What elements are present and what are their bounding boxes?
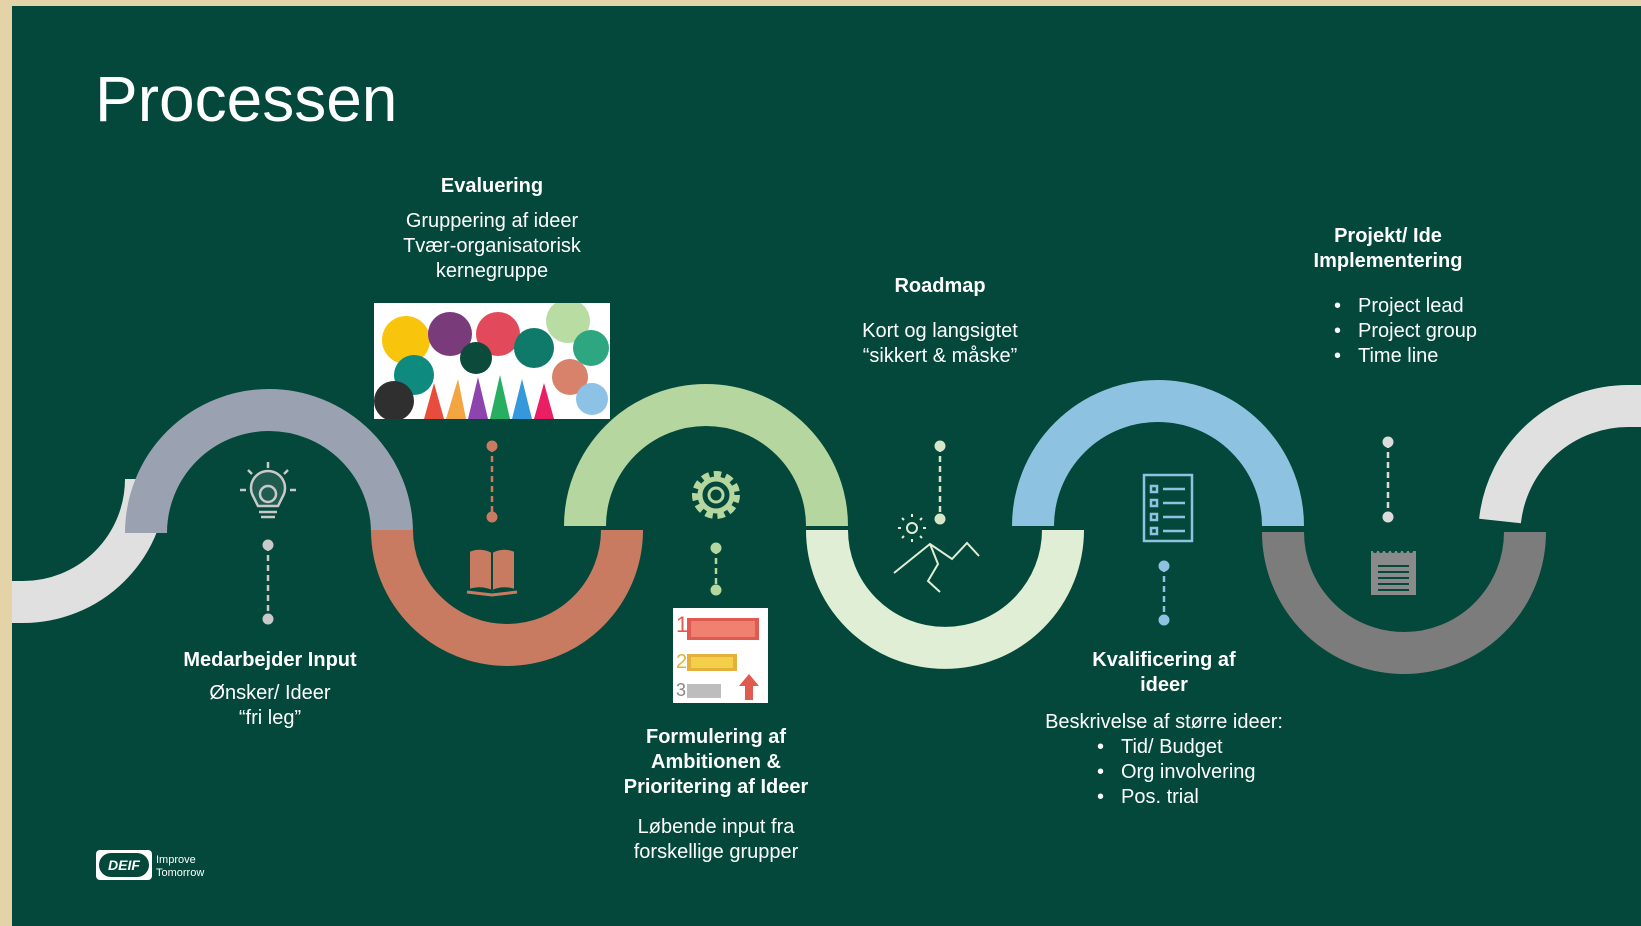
- step-heading: Ambitionen &: [651, 751, 781, 773]
- step-line: Løbende input fra: [637, 816, 795, 838]
- bullet-item: Org involvering: [1097, 760, 1294, 785]
- open-book-icon: [466, 547, 518, 597]
- step-line: “sikkert & måske”: [862, 345, 1018, 367]
- step-formulering: Formulering af Ambitionen & Prioritering…: [596, 725, 836, 865]
- step-bullets: Project lead Project group Time line: [1334, 294, 1498, 369]
- step-roadmap: Roadmap Kort og langsigtet “sikkert & må…: [830, 274, 1050, 369]
- bullet-item: Tid/ Budget: [1097, 735, 1294, 760]
- slide-title: Processen: [95, 63, 398, 135]
- svg-text:3: 3: [676, 680, 686, 700]
- connector-2: [486, 440, 498, 523]
- svg-text:2: 2: [676, 651, 687, 673]
- bullet-item: Pos. trial: [1097, 785, 1294, 810]
- step-heading: Projekt/ Ide: [1334, 225, 1442, 247]
- step-line: kernegruppe: [435, 260, 549, 282]
- step-line: forskellige grupper: [633, 841, 799, 863]
- checklist-icon: [1142, 473, 1194, 543]
- step-bullets: Tid/ Budget Org involvering Pos. trial: [1097, 735, 1294, 810]
- slide: Processen: [12, 6, 1641, 926]
- step-kvalificering: Kvalificering af ideer Beskrivelse af st…: [1034, 648, 1294, 810]
- deif-logo: DEIF: [96, 850, 152, 880]
- connector-6: [1382, 436, 1394, 523]
- wave-segment-3: [371, 529, 643, 666]
- connector-3: [710, 542, 722, 596]
- step-line: “fri leg”: [238, 707, 302, 729]
- lightbulb-gear-icon: [240, 462, 296, 519]
- step-heading: Roadmap: [894, 275, 986, 297]
- sun-mountains-icon: [893, 514, 980, 593]
- wave-segment-6: [1012, 380, 1304, 527]
- step-evaluering: Evaluering Gruppering af ideer Tvær-orga…: [382, 174, 602, 284]
- bullet-item: Project lead: [1334, 294, 1498, 319]
- connector-4: [934, 440, 946, 525]
- wave-segment-8: [1479, 384, 1641, 524]
- logo-text: DEIF: [99, 853, 149, 877]
- step-line: Ønsker/ Ideer: [209, 682, 331, 704]
- step-heading: ideer: [1140, 674, 1188, 696]
- connector-5: [1158, 560, 1170, 626]
- gear-icon: [692, 471, 740, 519]
- step-line: Gruppering af ideer: [405, 210, 579, 232]
- step-heading: Prioritering af Ideer: [623, 776, 809, 798]
- step-heading: Medarbejder Input: [183, 649, 357, 671]
- step-medarbejder: Medarbejder Input Ønsker/ Ideer “fri leg…: [160, 648, 380, 731]
- step-heading: Evaluering: [440, 175, 544, 197]
- bullet-item: Project group: [1334, 319, 1498, 344]
- priority-list-image: 1 2 3: [673, 608, 768, 703]
- step-line: Tvær-organisatorisk: [403, 235, 581, 257]
- wave-segment-2: [125, 389, 413, 534]
- wave-segment-7: [1262, 531, 1546, 674]
- bullet-item: Time line: [1334, 344, 1498, 369]
- notepad-icon: [1371, 549, 1416, 595]
- step-intro: Beskrivelse af større ideer:: [1045, 711, 1283, 733]
- wave-segment-5: [806, 529, 1084, 669]
- step-heading: Formulering af: [645, 726, 786, 748]
- wave-segment-4: [564, 384, 848, 527]
- step-line: Kort og langsigtet: [862, 320, 1018, 342]
- tagline-line: Improve: [156, 854, 196, 866]
- step-heading: Kvalificering af: [1092, 649, 1236, 671]
- connector-1: [262, 539, 274, 625]
- svg-text:1: 1: [676, 612, 688, 637]
- step-projekt: Projekt/ Ide Implementering Project lead…: [1278, 224, 1498, 369]
- tagline-line: Tomorrow: [156, 867, 205, 879]
- brand-tagline: Improve Tomorrow: [156, 854, 204, 880]
- process-wave: [12, 380, 1641, 674]
- ideas-bubbles-hands-image: [374, 303, 610, 419]
- step-heading: Implementering: [1313, 250, 1463, 272]
- wave-segment-1: [12, 478, 167, 623]
